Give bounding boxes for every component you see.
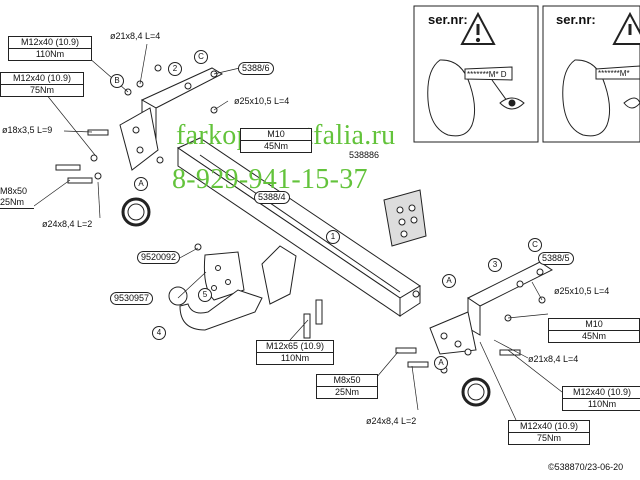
watermark-phone: 8-929-941-15-37 — [172, 164, 368, 195]
callout-m12x65: M12x65 (10.9)110Nm — [256, 340, 334, 365]
footer-code: ©538870/23-06-20 — [548, 462, 624, 472]
sernr-panel-right — [542, 5, 640, 143]
label-washer-21x8-4-right: ø21x8,4 L=4 — [528, 354, 579, 364]
marker-c-right: C — [528, 238, 542, 252]
label-washer-25x10-5-top: ø25x10,5 L=4 — [234, 96, 290, 106]
part-number-4: 4 — [152, 326, 166, 340]
sernr-code-left: *******M* D — [467, 70, 507, 79]
right-side-bracket — [429, 261, 553, 355]
marker-a-right-bottom: A — [434, 356, 448, 370]
main-cross-beam — [176, 137, 421, 317]
label-washer-24x8-4-bottom: ø24x8,4 L=2 — [366, 416, 417, 426]
marker-a-left: A — [134, 177, 148, 191]
badge-5388-5: 5388/5 — [538, 252, 574, 265]
sernr-label-right: ser.nr: — [556, 12, 596, 27]
callout-m12x40-75nm: M12x40 (10.9)75Nm — [0, 72, 84, 97]
bolts — [55, 64, 546, 374]
label-part-538886: 538886 — [349, 150, 380, 160]
part-number-3: 3 — [488, 258, 502, 272]
socket-bracket — [383, 189, 427, 247]
label-washer-25x10-5-right: ø25x10,5 L=4 — [554, 286, 610, 296]
leader-lines — [33, 43, 563, 421]
marker-c-left: C — [194, 50, 208, 64]
callout-m12x40-75nm-right: M12x40 (10.9)75Nm — [508, 420, 590, 445]
sernr-code-right: *******M* — [598, 69, 630, 78]
part-number-1: 1 — [326, 230, 340, 244]
badge-5388-4: 5388/4 — [254, 191, 290, 204]
marker-b: B — [110, 74, 124, 88]
spacer-rings — [121, 197, 491, 407]
sernr-panel-left — [413, 5, 539, 143]
part-number-5: 5 — [198, 288, 212, 302]
marker-a-right-top: A — [442, 274, 456, 288]
badge-9530957: 9530957 — [110, 292, 154, 305]
label-washer-24x8-4-left: ø24x8,4 L=2 — [42, 219, 93, 229]
label-washer-18x3-5: ø18x3,5 L=9 — [2, 125, 53, 135]
tow-ball-neck — [168, 286, 263, 331]
label-washer-21x8-4-top: ø21x8,4 L=4 — [110, 31, 161, 41]
callout-m12x40-110nm: M12x40 (10.9)110Nm — [8, 36, 92, 61]
badge-5388-6: 5388/6 — [238, 62, 274, 75]
left-side-bracket — [119, 67, 224, 171]
sernr-label-left: ser.nr: — [428, 12, 468, 27]
callout-m12x40-110nm-right: M12x40 (10.9)110Nm — [562, 386, 640, 411]
part-number-2: 2 — [168, 62, 182, 76]
badge-9520092: 9520092 — [137, 251, 181, 264]
